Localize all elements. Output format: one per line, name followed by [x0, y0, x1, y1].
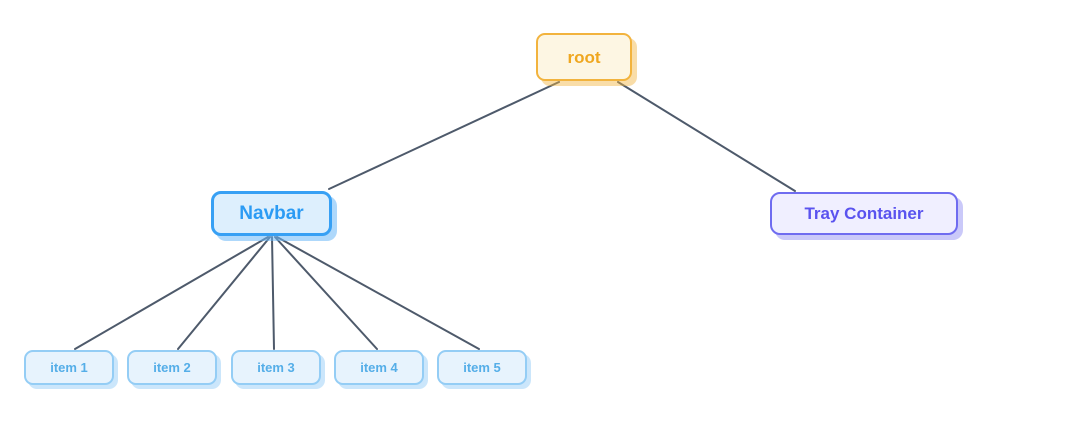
edge-root-navbar [328, 81, 560, 190]
node-label-root: root [567, 47, 601, 67]
node-label-item5: item 5 [463, 360, 501, 375]
edge-root-tray [617, 81, 796, 192]
node-item4[interactable]: item 4 [334, 350, 424, 385]
node-root[interactable]: root [536, 33, 632, 81]
node-item5[interactable]: item 5 [437, 350, 527, 385]
edge-navbar-item5 [276, 236, 480, 350]
node-label-item3: item 3 [257, 360, 295, 375]
node-label-item4: item 4 [360, 360, 398, 375]
edge-navbar-item4 [274, 236, 378, 350]
node-label-item2: item 2 [153, 360, 191, 375]
node-label-navbar: Navbar [239, 203, 304, 224]
edge-navbar-item1 [74, 236, 269, 350]
edge-navbar-item3 [271, 236, 275, 350]
edge-navbar-item2 [177, 236, 271, 350]
node-label-item1: item 1 [50, 360, 88, 375]
node-item2[interactable]: item 2 [127, 350, 217, 385]
node-label-tray: Tray Container [804, 204, 924, 223]
node-item3[interactable]: item 3 [231, 350, 321, 385]
node-tray[interactable]: Tray Container [770, 192, 958, 235]
node-navbar[interactable]: Navbar [211, 191, 332, 236]
node-item1[interactable]: item 1 [24, 350, 114, 385]
